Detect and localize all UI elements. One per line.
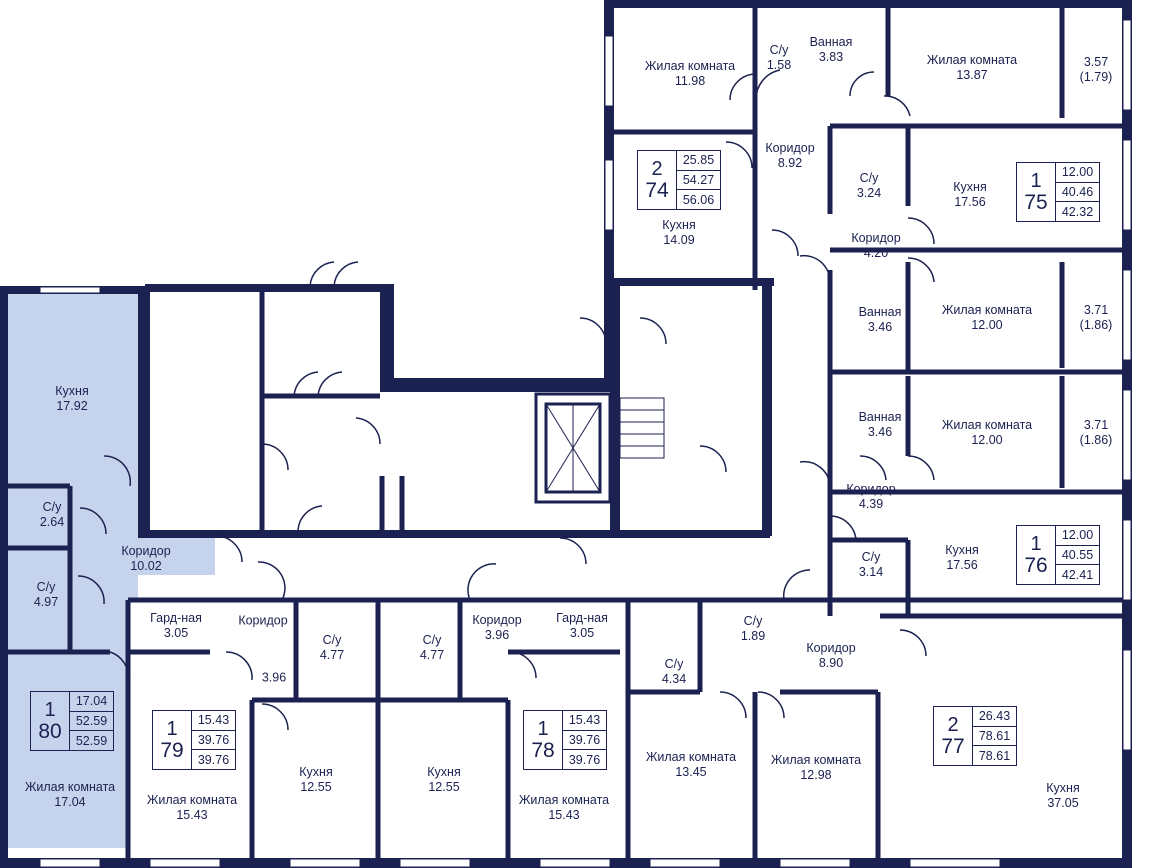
living-area: 15.43 — [563, 711, 606, 731]
living-area: 26.43 — [973, 707, 1016, 727]
total-area: 52.59 — [70, 712, 113, 732]
windows — [39, 19, 1132, 868]
elevator-shaft — [534, 392, 612, 504]
total-area: 54.27 — [677, 171, 720, 191]
living-area: 12.00 — [1056, 163, 1099, 183]
apartment-rooms: 1 — [537, 718, 549, 740]
apartment-rooms: 1 — [1030, 533, 1042, 555]
total-area: 39.76 — [192, 731, 235, 751]
apartment-number: 74 — [645, 179, 669, 202]
total-area: 40.55 — [1056, 546, 1099, 566]
total-area-with-balcony: 56.06 — [682, 192, 715, 207]
total-area: 78.61 — [973, 727, 1016, 747]
apartment-number: 75 — [1024, 191, 1048, 214]
living-area: 15.43 — [192, 711, 235, 731]
apartment-number: 76 — [1024, 554, 1048, 577]
living-area: 25.85 — [677, 151, 720, 171]
total-area-with-balcony: 52.59 — [75, 733, 108, 748]
apartment-number: 78 — [531, 739, 555, 762]
apartment-rooms: 2 — [651, 158, 663, 180]
apartment-number: 77 — [941, 735, 965, 758]
total-area: 39.76 — [563, 731, 606, 751]
living-area: 12.00 — [1056, 526, 1099, 546]
living-area: 17.04 — [70, 692, 113, 712]
apartment-rooms: 2 — [947, 714, 959, 736]
apartment-rooms: 1 — [1030, 170, 1042, 192]
apartment-rooms: 1 — [166, 718, 178, 740]
total-area-with-balcony: 78.61 — [978, 748, 1011, 763]
apartment-rooms: 1 — [44, 699, 56, 721]
door-swings — [77, 69, 935, 731]
total-area-with-balcony: 39.76 — [568, 752, 601, 767]
total-area: 40.46 — [1056, 183, 1099, 203]
inner-walls — [8, 8, 1122, 858]
total-area-with-balcony: 42.32 — [1061, 204, 1094, 219]
total-area-with-balcony: 42.41 — [1061, 567, 1094, 582]
stairs — [619, 397, 665, 459]
total-area-with-balcony: 39.76 — [197, 752, 230, 767]
apartment-number: 80 — [38, 720, 62, 743]
apartment-number: 79 — [160, 739, 184, 762]
